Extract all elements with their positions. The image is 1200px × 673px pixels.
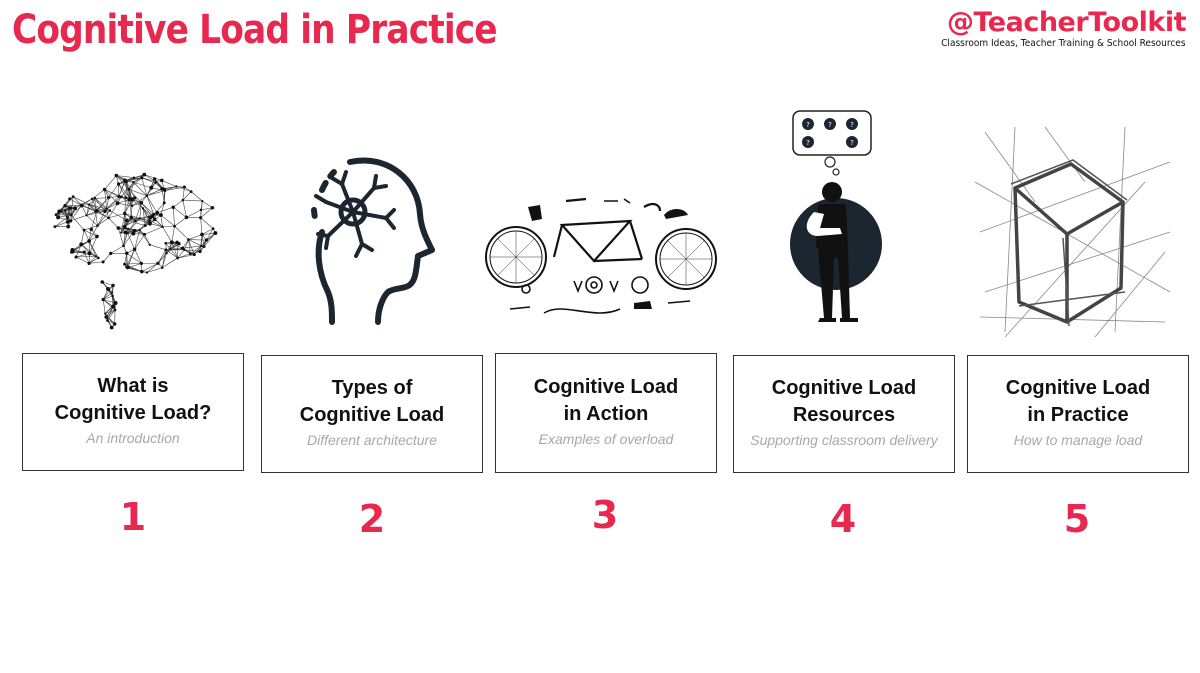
svg-text:?: ? xyxy=(806,139,810,147)
card-title-line2: Resources xyxy=(792,403,896,426)
card-title: Types of Cognitive Load xyxy=(300,375,444,429)
card-title-line1: Cognitive Load xyxy=(771,376,917,399)
card-title: Cognitive Load Resources xyxy=(772,375,916,429)
card-subtitle: Examples of overload xyxy=(538,430,674,447)
card-title-line1: Cognitive Load xyxy=(533,375,679,398)
card-title: Cognitive Load in Practice xyxy=(1006,375,1150,429)
card-cognitive-load-in-practice[interactable]: Cognitive Load in Practice How to manage… xyxy=(967,355,1189,473)
svg-text:?: ? xyxy=(850,139,854,147)
card-what-is-cognitive-load[interactable]: What is Cognitive Load? An introduction xyxy=(22,353,244,471)
card-title: What is Cognitive Load? xyxy=(55,373,212,427)
card-title-line2: in Action xyxy=(563,402,649,425)
bicycle-parts-icon xyxy=(485,197,717,314)
svg-text:?: ? xyxy=(806,121,810,129)
card-title-line1: Types of xyxy=(331,376,413,399)
thinking-person-icon: ??? ?? xyxy=(790,110,882,322)
step-number-4: 4 xyxy=(829,497,857,541)
card-cognitive-load-resources[interactable]: Cognitive Load Resources Supporting clas… xyxy=(733,355,955,473)
card-subtitle: Different architecture xyxy=(307,431,437,448)
brand-logo: @TeacherToolkit Classroom Ideas, Teacher… xyxy=(914,7,1187,50)
card-title-line2: Cognitive Load xyxy=(299,403,445,426)
step-number-3: 3 xyxy=(591,493,619,537)
card-types-of-cognitive-load[interactable]: Types of Cognitive Load Different archit… xyxy=(261,355,483,473)
step-number-2: 2 xyxy=(358,497,386,541)
card-subtitle: An introduction xyxy=(86,429,180,446)
card-cognitive-load-in-action[interactable]: Cognitive Load in Action Examples of ove… xyxy=(495,353,717,473)
card-title: Cognitive Load in Action xyxy=(534,374,678,428)
brand-tagline: Classroom Ideas, Teacher Training & Scho… xyxy=(941,38,1186,49)
brain-network-icon xyxy=(53,172,218,330)
card-subtitle: How to manage load xyxy=(1013,431,1143,448)
card-title-line1: Cognitive Load xyxy=(1005,376,1151,399)
brand-handle: @TeacherToolkit xyxy=(946,7,1187,38)
card-subtitle: Supporting classroom delivery xyxy=(750,431,938,448)
sketched-cube-icon xyxy=(975,126,1171,338)
head-neuron-icon xyxy=(311,157,435,325)
card-title-line2: Cognitive Load? xyxy=(54,401,212,424)
step-number-5: 5 xyxy=(1063,497,1091,541)
card-title-line2: in Practice xyxy=(1027,403,1129,426)
svg-text:?: ? xyxy=(850,121,854,129)
page-title: Cognitive Load in Practice xyxy=(12,7,498,53)
svg-text:?: ? xyxy=(828,121,832,129)
step-number-1: 1 xyxy=(119,495,147,539)
card-title-line1: What is xyxy=(97,374,169,397)
